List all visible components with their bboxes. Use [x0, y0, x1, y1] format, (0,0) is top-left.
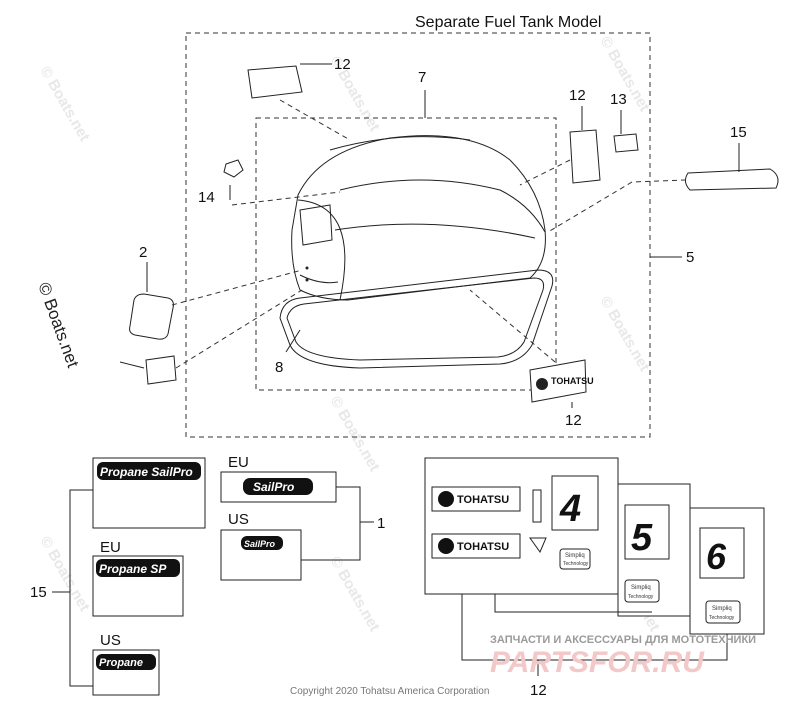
leader-dashed [231, 191, 341, 206]
sailpro-decal-set: EU SailPro US SailPro [220, 454, 337, 581]
callout-15-bottom[interactable]: 15 [30, 584, 47, 601]
propane-label: Propane [99, 657, 143, 669]
leader-dashed [171, 269, 303, 306]
leader-dashed [279, 99, 351, 141]
warning-decal-part[interactable] [145, 355, 177, 385]
bracket-12 [494, 594, 652, 613]
bracket-1 [301, 486, 361, 561]
boats-net-watermark: © Boats.net [34, 280, 82, 370]
engine-cover-drawing [279, 135, 554, 369]
watermark-text: © Boats.net [37, 534, 94, 615]
region-eu-propane: EU [100, 539, 121, 556]
sailpro-us-label: SailPro [244, 539, 276, 549]
propane-decal-set: Propane SailPro EU Propane SP US Propane [92, 457, 206, 696]
number-4: 4 [559, 488, 581, 530]
tohatsu-label: TOHATSU [551, 376, 594, 386]
callout-14[interactable]: 14 [198, 189, 215, 206]
propane-sailpro-label: Propane SailPro [100, 465, 193, 479]
number-5: 5 [631, 517, 653, 559]
bracket-12 [461, 594, 728, 661]
top-decal-part[interactable] [247, 65, 303, 99]
technology-label: Technology [628, 594, 654, 600]
callout-12-right[interactable]: 12 [569, 87, 586, 104]
simpliq-label: Simpliq [712, 606, 732, 612]
callout-12-bottom[interactable]: 12 [530, 682, 547, 699]
leader-dashed [469, 289, 556, 363]
leader-dashed [519, 159, 571, 186]
copyright-text: Copyright 2020 Tohatsu America Corporati… [290, 686, 489, 697]
assembly-boundary [185, 32, 651, 438]
shop-name: PARTSFOR.RU [490, 646, 705, 679]
side-decal-part[interactable] [569, 129, 601, 184]
callout-1[interactable]: 1 [377, 515, 385, 532]
callout-12-top[interactable]: 12 [334, 56, 351, 73]
tohatsu-label: TOHATSU [457, 541, 509, 553]
tohatsu-decal-sheets: TOHATSU TOHATSU 4 Simpliq Technology 5 S… [424, 457, 765, 635]
diagram-title: Separate Fuel Tank Model [415, 14, 601, 31]
number-6: 6 [706, 536, 727, 577]
propane-sp-label: Propane SP [99, 562, 167, 576]
callout-12-cover[interactable]: 12 [565, 412, 582, 429]
leader-dashed [547, 179, 687, 233]
watermark-text: © Boats.net [597, 294, 654, 375]
callout-5[interactable]: 5 [686, 249, 694, 266]
sailpro-eu-label: SailPro [253, 480, 294, 494]
callout-7[interactable]: 7 [418, 69, 426, 86]
cover-boundary [255, 117, 557, 391]
callout-15-top[interactable]: 15 [730, 124, 747, 141]
leader-line [285, 329, 301, 353]
handle-part[interactable] [129, 293, 174, 340]
callout-2[interactable]: 2 [139, 244, 147, 261]
tohatsu-label: TOHATSU [457, 494, 509, 506]
leader-dashed [175, 289, 303, 369]
shop-tagline: ЗАПЧАСТИ И АКСЕССУАРЫ ДЛЯ МОТОТЕХНИКИ [490, 634, 756, 646]
tohatsu-cover-decal[interactable] [529, 359, 587, 403]
leader-line [119, 361, 145, 369]
simpliq-label: Simpliq [631, 585, 651, 591]
watermark-text: © Boats.net [327, 554, 384, 635]
technology-label: Technology [563, 561, 589, 567]
bracket-15 [69, 489, 93, 687]
watermark-text: © Boats.net [327, 394, 384, 475]
region-us-propane: US [100, 632, 121, 649]
technology-label: Technology [709, 615, 735, 621]
watermark-text: © Boats.net [37, 64, 94, 145]
emblem-part[interactable] [223, 159, 244, 178]
callout-13[interactable]: 13 [610, 91, 627, 108]
small-decal-part[interactable] [613, 133, 639, 153]
callout-8[interactable]: 8 [275, 359, 283, 376]
handle-grip-part[interactable] [684, 168, 779, 191]
region-eu-sailpro: EU [228, 454, 249, 471]
region-us-sailpro: US [228, 511, 249, 528]
simpliq-label: Simpliq [565, 553, 585, 559]
